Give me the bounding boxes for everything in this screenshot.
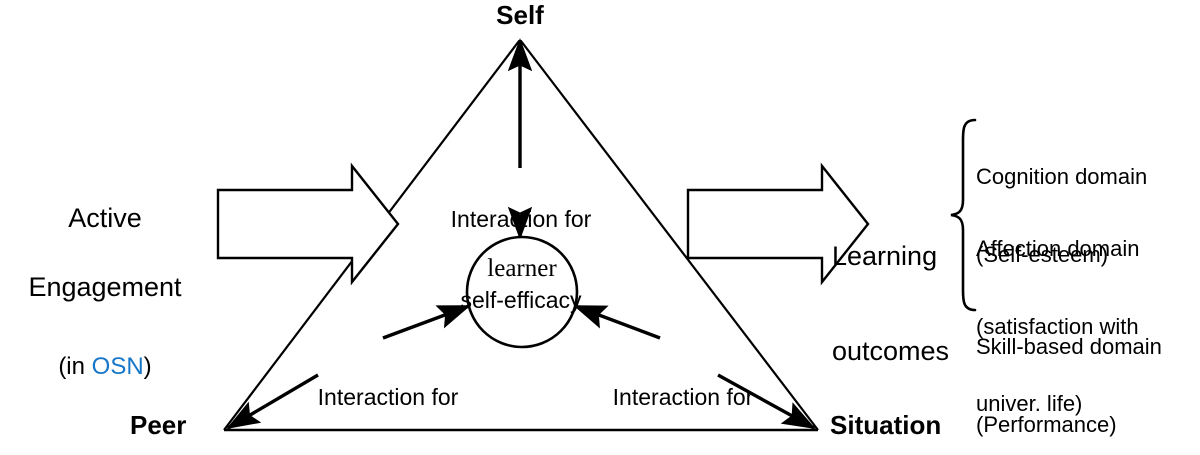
- outcome-item-cognition-detail: (Self-esteem): [976, 241, 1109, 267]
- arrow-to-situation: [717, 373, 816, 430]
- outcomes-brace-icon: [950, 118, 977, 312]
- interaction-self-efficacy-line-1: Interaction for: [450, 205, 592, 232]
- arrow-to-learner-right: [573, 304, 661, 340]
- arrow-to-learner-left: [382, 304, 471, 340]
- learning-outcomes-label-line-2: outcomes: [832, 335, 950, 366]
- outcome-item-skill-based-name: Skill-based domain: [976, 334, 1162, 360]
- interaction-self-efficacy-line-2: self-efficacy: [460, 286, 582, 313]
- driver-context-prefix: (in: [58, 353, 92, 381]
- driver-block: Active Engagement (in OSN): [0, 166, 210, 419]
- driver-context: (in OSN): [0, 353, 210, 381]
- learner-node-label: learner: [487, 255, 557, 282]
- outcome-item-affection-name: Affection domain: [976, 236, 1140, 262]
- interaction-self-efficacy: Interaction for self-efficacy: [410, 152, 632, 367]
- vertex-label-self: Self: [496, 0, 544, 30]
- output-block-arrow-icon: [686, 162, 870, 286]
- outcome-item-affection-detail-line-2: univer. life): [976, 390, 1083, 416]
- learning-outcomes-label: Learning outcomes: [832, 178, 962, 431]
- input-block-arrow-icon: [216, 162, 400, 286]
- outcome-item-cognition-name: Cognition domain: [976, 164, 1148, 190]
- driver-context-osn: OSN: [91, 353, 144, 381]
- outcome-item-affection-detail-line-1: (satisfaction with: [976, 313, 1139, 339]
- driver-line-1: Active: [68, 203, 142, 234]
- interaction-acculturation-line-1: Interaction for: [612, 383, 754, 410]
- interaction-acculturation: Interaction for acculturation: [572, 330, 794, 455]
- triangle-edge-right: [520, 40, 819, 431]
- interaction-social-acceptance-line-1: Interaction for: [317, 383, 459, 410]
- learning-outcomes-label-line-1: Learning: [832, 241, 938, 272]
- outcome-item-skill-based-detail: (Performance): [976, 411, 1117, 437]
- arrow-to-peer: [226, 373, 319, 430]
- outcome-item-cognition: Cognition domain (Self-esteem): [976, 113, 1198, 319]
- outcome-item-affection: Affection domain (satisfaction with univ…: [976, 185, 1198, 455]
- vertex-label-situation: Situation: [830, 410, 942, 440]
- interaction-social-acceptance: Interaction for social acceptance: [278, 330, 498, 455]
- driver-context-suffix: ): [143, 353, 152, 381]
- learner-node-circle: [465, 235, 579, 349]
- vertex-label-peer: Peer: [130, 410, 187, 440]
- driver-line-2: Engagement: [28, 272, 182, 303]
- outcome-item-skill-based: Skill-based domain (Performance): [976, 283, 1198, 455]
